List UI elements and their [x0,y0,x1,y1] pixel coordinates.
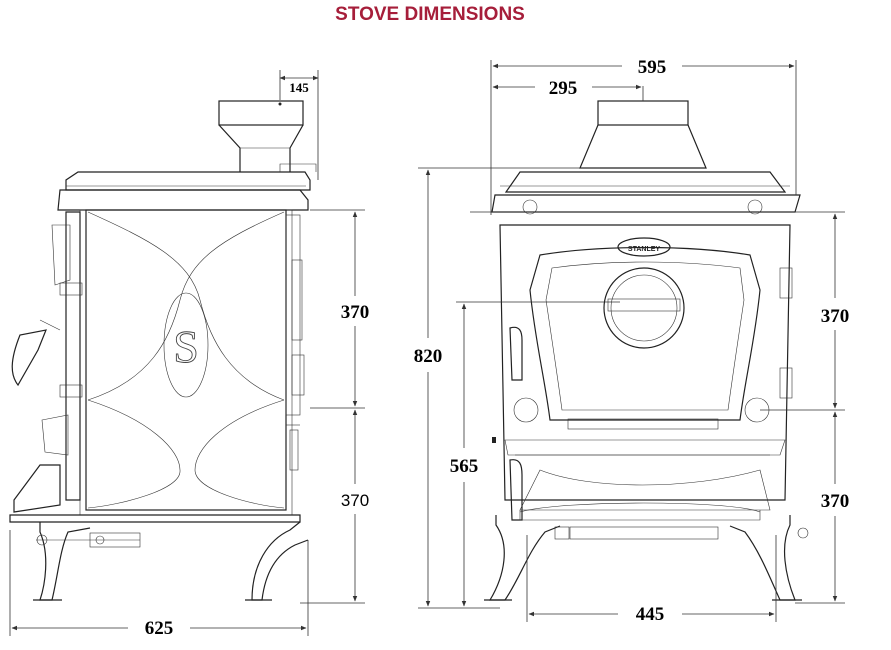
dim-front-lower-height: 370 [821,491,850,512]
side-dimensions [9,70,365,636]
dim-front-total-width: 595 [638,57,667,78]
front-top-plate [491,171,801,215]
page-title: STOVE DIMENSIONS [335,4,525,25]
dim-front-upper-height: 370 [821,306,850,327]
dim-side-flue-offset: 145 [289,80,309,95]
door-initial: S [173,321,199,372]
side-rear-details [285,214,305,471]
side-view-drawing: S [9,100,317,601]
front-body [499,224,791,501]
dim-side-lower-height: 370 [341,491,369,510]
dim-front-total-height: 820 [414,346,443,367]
front-ash-area [504,439,786,521]
dim-front-leg-width: 445 [636,604,665,625]
dim-side-depth: 625 [145,618,174,639]
front-view-drawing: STANLEY [484,86,809,601]
stanley-logo: STANLEY [617,237,671,257]
dim-side-upper-height: 370 [341,302,370,323]
side-top-plate [57,163,317,211]
side-panel-decoration [87,211,285,509]
front-handles [509,267,793,521]
front-door [529,246,761,430]
dim-front-flue-inlet-height: 565 [450,456,479,477]
front-flue [579,86,707,169]
side-flue [218,100,304,172]
svg-text:STANLEY: STANLEY [628,246,660,253]
side-legs [33,521,309,601]
front-legs [484,437,809,601]
side-front-door [9,211,301,523]
front-dimensions [418,60,845,622]
dim-front-flue-center: 295 [549,78,578,99]
